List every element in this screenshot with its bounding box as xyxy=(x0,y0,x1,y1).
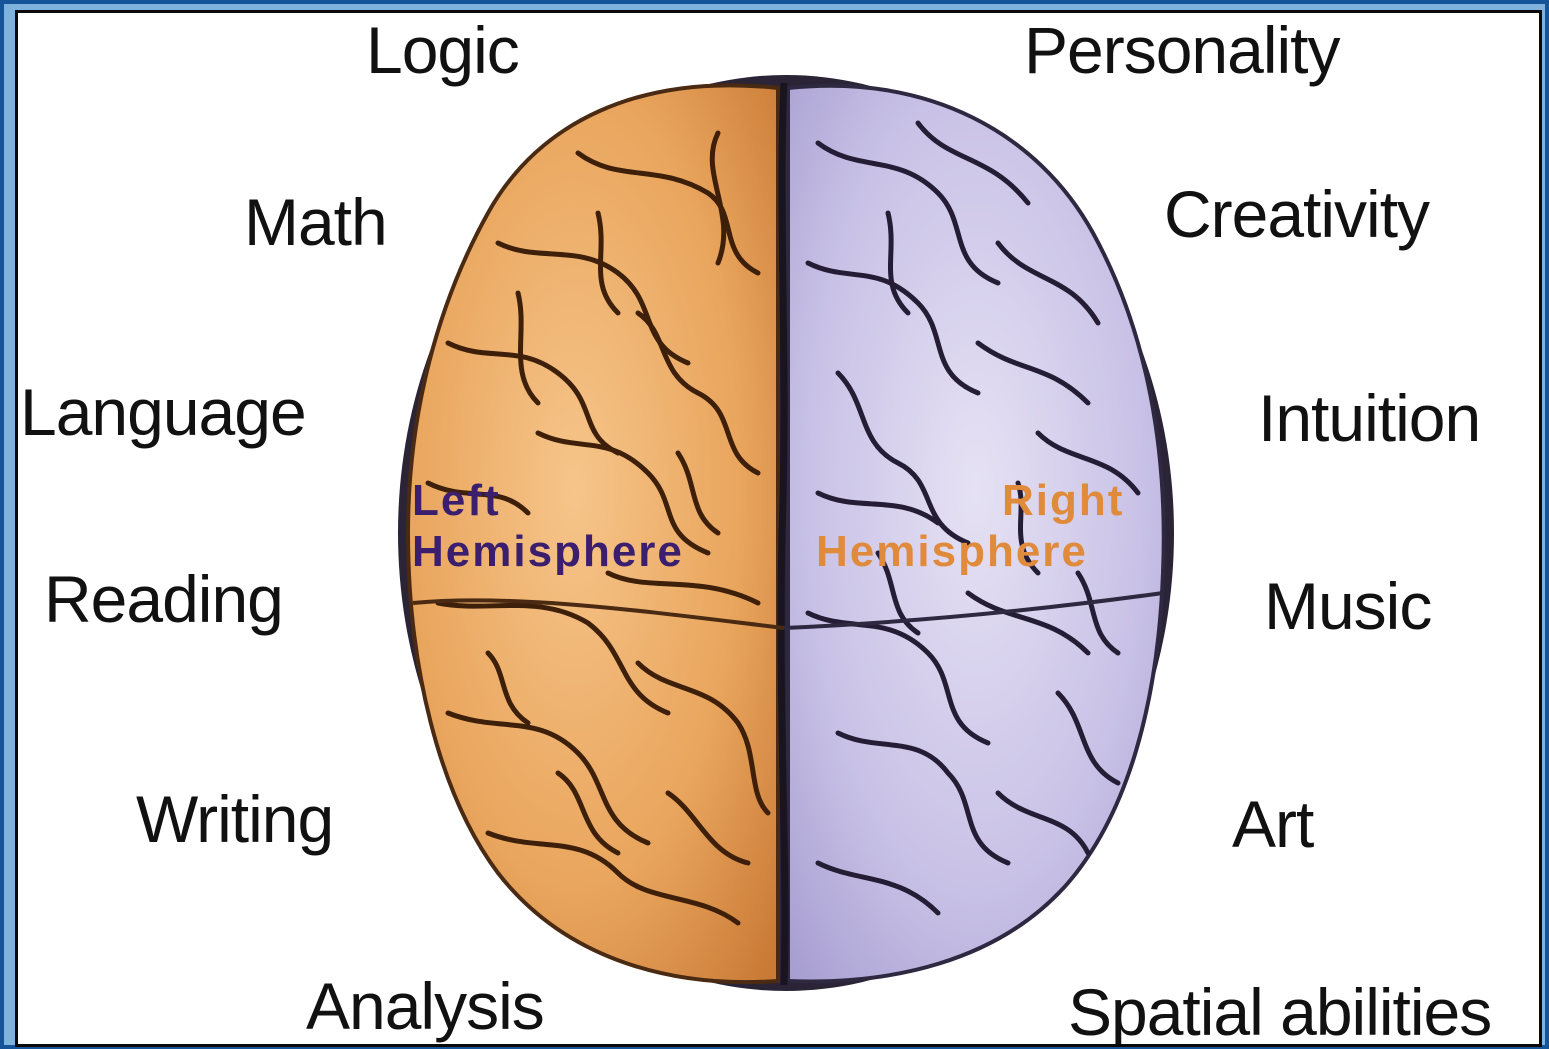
label-analysis: Analysis xyxy=(306,973,544,1039)
label-reading: Reading xyxy=(44,566,283,632)
label-intuition: Intuition xyxy=(1258,385,1480,451)
label-logic: Logic xyxy=(366,17,519,83)
longitudinal-fissure xyxy=(781,83,785,985)
label-language: Language xyxy=(20,379,306,445)
right-hemisphere-label-line1: Right xyxy=(816,476,1124,527)
diagram-canvas: Logic Math Language Reading Writing Anal… xyxy=(15,10,1542,1047)
label-art: Art xyxy=(1232,791,1313,857)
label-personality: Personality xyxy=(1024,17,1340,83)
right-hemisphere-label-line2: Hemisphere xyxy=(816,527,1124,578)
label-math: Math xyxy=(244,189,387,255)
left-hemisphere-label: Left Hemisphere xyxy=(412,476,684,577)
brain-illustration xyxy=(18,13,1539,1044)
left-hemisphere-label-line1: Left xyxy=(412,476,684,527)
label-music: Music xyxy=(1264,573,1431,639)
left-hemisphere-label-line2: Hemisphere xyxy=(412,527,684,578)
label-writing: Writing xyxy=(136,786,333,852)
label-spatial-abilities: Spatial abilities xyxy=(1068,979,1491,1045)
label-creativity: Creativity xyxy=(1164,181,1429,247)
right-hemisphere-label: Right Hemisphere xyxy=(816,476,1124,577)
